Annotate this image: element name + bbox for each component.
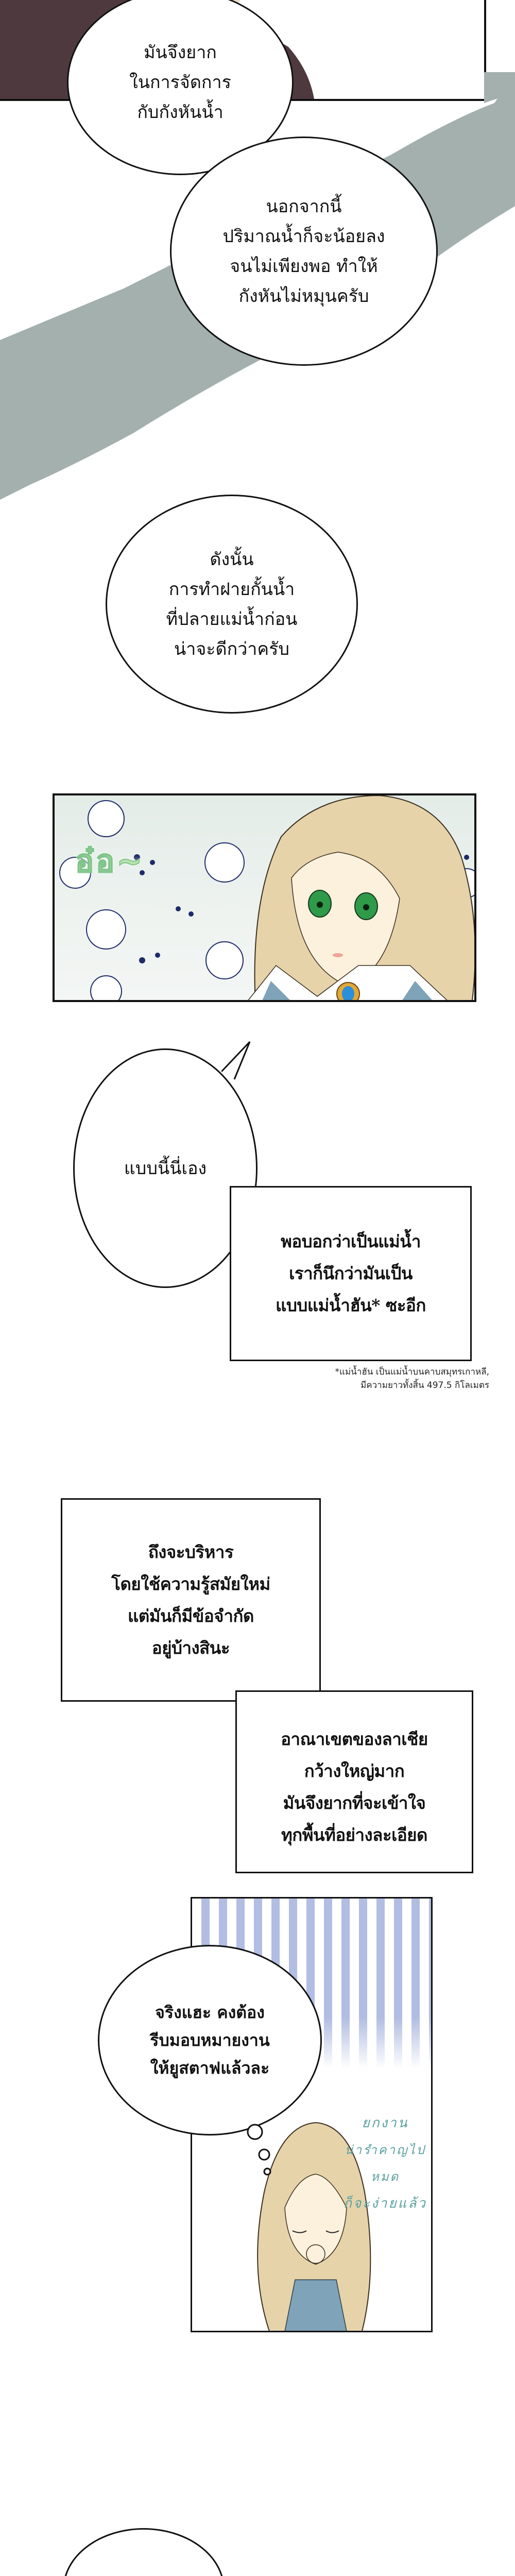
bubble-text-line: นอกจากนี้ [266,196,342,217]
bubble-text-line: จริงแฮะ คงต้อง [155,2003,265,2022]
footnote-line: *แม่น้ำฮัน เป็นแม่น้ำบนคาบสมุทรเกาหลี, [335,1367,489,1377]
narration-text-line: เราก็นึกว่ามันเป็น [289,1263,413,1283]
thought-bubble-tail-dots [247,2124,271,2176]
speech-bubble-5: ยูสตาฟ [63,2528,225,2576]
chibi-girl-illustration [257,2122,371,2331]
speech-bubble-tail [221,1041,251,1080]
narration-text-line: แบบแม่น้ำฮัน* ซะอีก [276,1295,426,1315]
narration-box-1: พอบอกว่าเป็นแม่น้ำ เราก็นึกว่ามันเป็น แบ… [230,1186,472,1361]
bubble-text-line: ที่ปลายแม่น้ำก่อน [166,608,298,630]
speech-bubble-1b: นอกจากนี้ ปริมาณน้ำก็จะน้อยลง จนไม่เพียง… [170,137,438,366]
bubble-text-line: ให้ยูสตาฟแล้วละ [150,2058,270,2078]
narration-text-line: อยู่บ้างสินะ [151,1637,230,1658]
narration-text-line: พอบอกว่าเป็นแม่น้ำ [281,1231,421,1251]
bubble-text-line: ปริมาณน้ำก็จะน้อยลง [222,226,385,247]
footnote: *แม่น้ำฮัน เป็นแม่น้ำบนคาบสมุทรเกาหลี, ม… [221,1365,489,1392]
handwriting-line: ยกงาน [362,2115,409,2131]
handwriting-line: ก็จะง่ายแล้ว [344,2196,427,2211]
footnote-line: มีความยาวทั้งสิ้น 497.5 กิโลเมตร [360,1380,489,1391]
narration-text-line: โดยใช้ความรู้สมัยใหม่ [111,1573,270,1594]
narration-box-3: อาณาเขตของลาเชีย กว้างใหญ่มาก มันจึงยากท… [235,1690,473,1873]
bubble-text-line: กับกังหันน้ำ [137,102,224,123]
sfx-text: อ๋อ~ [75,843,145,880]
bubble-text-line: มันจึงยาก [144,42,217,63]
thought-bubble: จริงแฮะ คงต้อง รีบมอบหมายงาน ให้ยูสตาฟแล… [98,1945,322,2136]
speech-bubble-2: ดังนั้น การทำฝายกั้นน้ำ ที่ปลายแม่น้ำก่อ… [106,495,358,714]
panel-girl-surprised: อ๋อ~ [53,793,476,1002]
handwritten-note: ยกงาน น่ารำคาญไปหมด ก็จะง่ายแล้ว [341,2110,429,2217]
girl-portrait-illustration [248,795,474,1000]
narration-text-line: ทุกพื้นที่อย่างละเอียด [281,1824,427,1845]
bear-pattern-background [59,800,474,1000]
bubble-text-line: กังหันไม่หมุนครับ [238,285,369,307]
speech-bubble-3: แบบนี้นี่เอง [73,1048,258,1288]
narration-text-line: ถึงจะบริหาร [148,1541,234,1562]
narration-text-line: แต่มันก็มีข้อจำกัด [128,1605,254,1626]
narration-box-2: ถึงจะบริหาร โดยใช้ความรู้สมัยใหม่ แต่มัน… [61,1498,321,1702]
narration-text-line: อาณาเขตของลาเชีย [281,1728,428,1749]
bubble-text-line: ในการจัดการ [129,72,231,93]
bubble-text-line: รีบมอบหมายงาน [150,2030,270,2050]
panel-chibi-thinking: ยกงาน น่ารำคาญไปหมด ก็จะง่ายแล้ว [191,1897,433,2332]
bubble-text-line: จนไม่เพียงพอ ทำให้ [230,256,378,277]
bubble-text-line: ดังนั้น [210,549,254,570]
bubble-text-line: แบบนี้นี่เอง [124,1158,207,1179]
bubble-text-line: การทำฝายกั้นน้ำ [168,579,295,600]
handwriting-line: น่ารำคาญไปหมด [345,2143,426,2184]
narration-text-line: กว้างใหญ่มาก [304,1760,405,1781]
bubble-text-line: น่าจะดีกว่าครับ [174,638,289,659]
narration-text-line: มันจึงยากที่จะเข้าใจ [283,1792,426,1813]
